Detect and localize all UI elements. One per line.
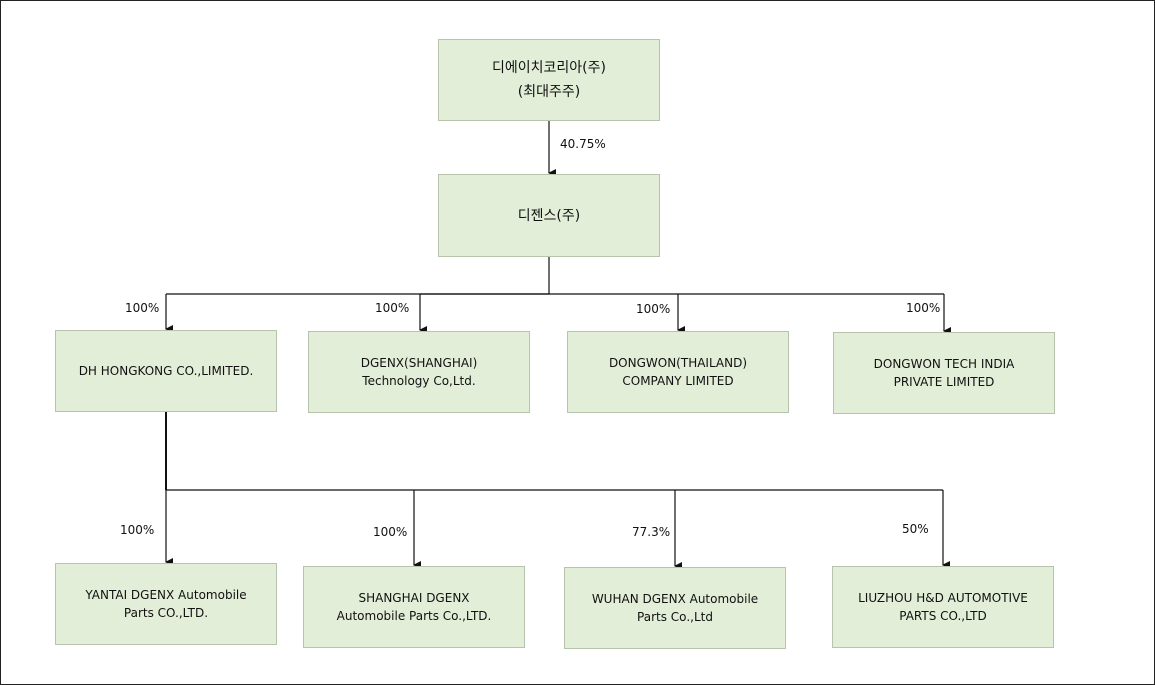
stake-label: 100% — [375, 301, 410, 315]
subsidiary-name-line2: COMPANY LIMITED — [622, 374, 734, 388]
stake-label: 100% — [906, 301, 941, 315]
stake-label: 77.3% — [632, 525, 671, 539]
stake-label: 50% — [902, 522, 929, 536]
hk-subsidiary-name-line2: Automobile Parts Co.,LTD. — [336, 609, 492, 623]
hk-subsidiary-name: YANTAI DGENX Automobile — [85, 588, 247, 602]
hk-subsidiary-node: YANTAI DGENX Automobile Parts CO.,LTD. — [55, 563, 277, 645]
stake-label: 100% — [636, 302, 671, 316]
hk-subsidiary-name: SHANGHAI DGENX — [358, 591, 470, 605]
stake-label: 100% — [120, 523, 155, 537]
subsidiary-name: DGENX(SHANGHAI) — [360, 356, 478, 370]
subsidiary-name: DONGWON(THAILAND) — [608, 356, 748, 370]
subsidiary-node: DONGWON(THAILAND) COMPANY LIMITED — [567, 331, 789, 413]
company-name: 디젠스(주) — [517, 207, 581, 224]
subsidiary-name-line2: Technology Co,Ltd. — [362, 374, 476, 388]
parent-role: (최대주주) — [517, 84, 581, 100]
subsidiary-node: DH HONGKONG CO.,LIMITED. — [55, 330, 277, 412]
hk-subsidiary-name-line2: Parts Co.,Ltd — [637, 610, 713, 624]
hk-subsidiary-name-line2: PARTS CO.,LTD — [899, 609, 987, 623]
subsidiary-name: DONGWON TECH INDIA — [873, 357, 1015, 371]
subsidiary-node: DONGWON TECH INDIA PRIVATE LIMITED — [833, 332, 1055, 414]
hk-subsidiary-node: LIUZHOU H&D AUTOMOTIVE PARTS CO.,LTD — [832, 566, 1054, 648]
stake-label: 100% — [125, 301, 160, 315]
parent-stake-label: 40.75% — [560, 137, 606, 151]
company-node: 디젠스(주) — [438, 174, 660, 257]
hk-subsidiary-node: WUHAN DGENX Automobile Parts Co.,Ltd — [564, 567, 786, 649]
subsidiary-name-line2: PRIVATE LIMITED — [893, 375, 995, 389]
stake-label: 100% — [373, 525, 408, 539]
subsidiary-name: DH HONGKONG CO.,LIMITED. — [78, 364, 254, 378]
parent-name: 디에이치코리아(주) — [492, 60, 606, 76]
parent-node: 디에이치코리아(주) (최대주주) — [438, 39, 660, 121]
hk-subsidiary-name-line2: Parts CO.,LTD. — [123, 606, 209, 620]
hk-subsidiary-name: WUHAN DGENX Automobile — [591, 592, 759, 606]
subsidiary-node: DGENX(SHANGHAI) Technology Co,Ltd. — [308, 331, 530, 413]
hk-subsidiary-name: LIUZHOU H&D AUTOMOTIVE — [858, 591, 1028, 605]
hk-subsidiary-node: SHANGHAI DGENX Automobile Parts Co.,LTD. — [303, 566, 525, 648]
